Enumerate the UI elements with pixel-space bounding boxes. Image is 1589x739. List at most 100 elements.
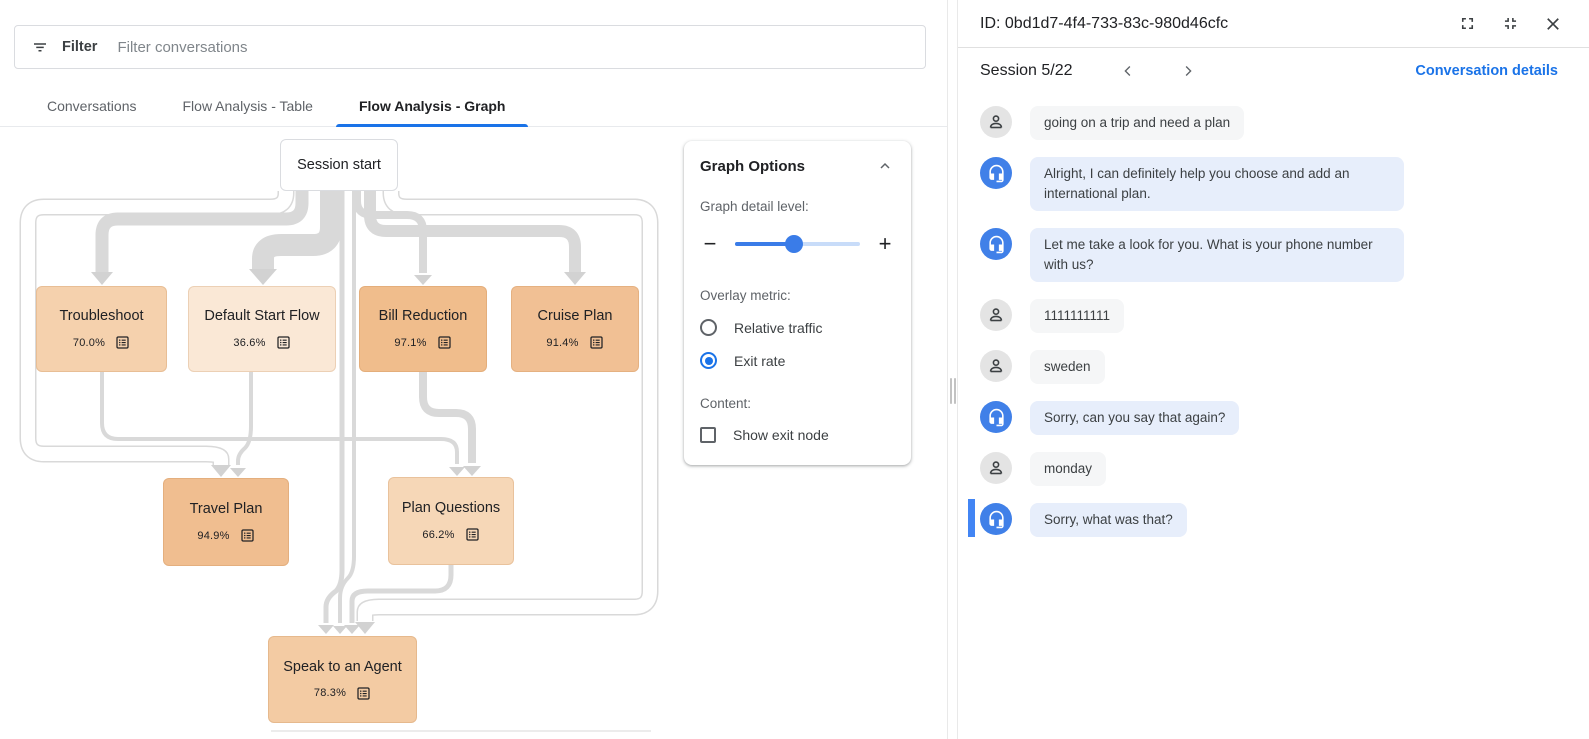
user-person-avatar-icon xyxy=(980,350,1012,382)
selected-message-indicator xyxy=(968,499,975,537)
node-details-list-icon[interactable] xyxy=(437,335,452,350)
edge-arrowhead xyxy=(449,467,465,476)
message-bubble[interactable]: Let me take a look for you. What is your… xyxy=(1030,228,1404,282)
graph-options-panel: Graph Options Graph detail level: − + Ov… xyxy=(684,141,911,465)
edge-session-start-to-speak-to-an-agent xyxy=(318,191,345,634)
edge-default-start-flow-to-travel-plan xyxy=(230,372,253,477)
graph-detail-slider[interactable] xyxy=(735,235,860,253)
session-counter: Session 5/22 xyxy=(980,62,1073,79)
message-bubble[interactable]: monday xyxy=(1030,452,1107,486)
flow-node-label: Speak to an Agent xyxy=(283,658,402,675)
checkbox-icon[interactable] xyxy=(700,427,716,443)
flow-node-troubleshoot[interactable]: Troubleshoot 70.0% xyxy=(36,286,167,372)
exit-rate-value: 36.6% xyxy=(233,336,266,349)
flow-analysis-panel: Filter Filter conversations Conversation… xyxy=(0,0,948,739)
panel-resizer[interactable] xyxy=(948,0,958,739)
edge-arrowhead xyxy=(230,468,246,477)
conversation-id-title: ID: 0bd1d7-4f4-733-83c-980d46cfc xyxy=(980,14,1229,32)
edge-arrowhead xyxy=(344,625,360,634)
edge-arrowhead xyxy=(333,626,347,634)
collapse-chevron-up-icon[interactable] xyxy=(875,156,895,176)
radio-label: Relative traffic xyxy=(734,319,823,336)
flow-node-label: Default Start Flow xyxy=(204,308,320,324)
filter-input[interactable]: Filter Filter conversations xyxy=(14,25,926,69)
flow-node-default-start-flow[interactable]: Default Start Flow 36.6% xyxy=(188,286,336,372)
bot-headset-avatar-icon xyxy=(980,157,1012,189)
bot-headset-avatar-icon xyxy=(980,401,1012,433)
overlay-radio-exit-rate[interactable]: Exit rate xyxy=(700,352,895,369)
bot-headset-avatar-icon xyxy=(980,503,1012,535)
graph-detail-label: Graph detail level: xyxy=(700,199,809,214)
flow-node-label: Troubleshoot xyxy=(59,308,144,324)
user-person-avatar-icon xyxy=(980,299,1012,331)
flow-node-travel-plan[interactable]: Travel Plan 94.9% xyxy=(163,478,289,566)
edge-arrowhead xyxy=(91,272,113,285)
filter-label: Filter xyxy=(62,39,98,55)
filter-placeholder: Filter conversations xyxy=(117,38,248,56)
message-row-user-0: going on a trip and need a plan xyxy=(980,106,1569,140)
exit-rate-value: 94.9% xyxy=(197,529,230,542)
exit-rate-value: 78.3% xyxy=(313,687,347,699)
node-details-list-icon[interactable] xyxy=(465,527,480,542)
message-bubble[interactable]: 1111111111 xyxy=(1030,299,1125,333)
flow-node-session-start[interactable]: Session start xyxy=(280,139,398,191)
node-details-list-icon[interactable] xyxy=(115,335,130,350)
show-exit-node-checkbox[interactable]: Show exit node xyxy=(700,427,895,443)
message-bubble[interactable]: Alright, I can definitely help you choos… xyxy=(1030,157,1404,211)
close-icon[interactable] xyxy=(1543,14,1563,34)
edge-arrowhead xyxy=(564,272,586,285)
flow-node-label: Session start xyxy=(297,157,381,173)
flow-node-label: Travel Plan xyxy=(189,501,263,517)
edge-plan-questions-to-speak-to-an-agent xyxy=(344,565,454,634)
radio-label: Exit rate xyxy=(734,352,786,369)
filter-icon xyxy=(31,38,49,56)
edge-session-start-to-speak-to-an-agent xyxy=(333,191,356,634)
edge-arrowhead xyxy=(463,466,481,476)
radio-icon[interactable] xyxy=(700,352,717,369)
edge-arrowhead xyxy=(211,465,231,477)
edge-session-start-to-cruise-plan xyxy=(364,191,586,285)
node-details-list-icon[interactable] xyxy=(240,528,255,543)
flow-node-speak-to-an-agent[interactable]: Speak to an Agent 78.3% xyxy=(268,636,417,723)
message-row-user-3: 1111111111 xyxy=(980,299,1569,333)
message-row-bot-1: Alright, I can definitely help you choos… xyxy=(980,157,1569,211)
resize-handle[interactable] xyxy=(950,378,956,404)
conversation-details-link[interactable]: Conversation details xyxy=(1415,63,1558,79)
edge-arrowhead xyxy=(355,622,375,634)
message-row-bot-5: Sorry, can you say that again? xyxy=(980,401,1569,435)
graph-options-title: Graph Options xyxy=(700,157,805,175)
previous-session-button[interactable] xyxy=(1119,62,1137,80)
message-bubble[interactable]: Sorry, what was that? xyxy=(1030,503,1187,537)
radio-icon[interactable] xyxy=(700,319,717,336)
tabs: Conversations Flow Analysis - Table Flow A… xyxy=(0,86,947,127)
edge-bill-reduction-to-plan-questions xyxy=(419,372,481,476)
flow-node-label: Bill Reduction xyxy=(378,308,468,324)
slider-thumb[interactable] xyxy=(784,235,803,253)
message-bubble[interactable]: sweden xyxy=(1030,350,1105,384)
slider-plus-button[interactable]: + xyxy=(878,231,892,256)
message-bubble[interactable]: Sorry, can you say that again? xyxy=(1030,401,1240,435)
overlay-radio-relative-traffic[interactable]: Relative traffic xyxy=(700,319,895,336)
node-details-list-icon[interactable] xyxy=(356,686,371,701)
tab-conversations[interactable]: Conversations xyxy=(47,98,137,114)
next-session-button[interactable] xyxy=(1179,62,1197,80)
node-details-list-icon[interactable] xyxy=(276,335,291,350)
tab-flow-analysis-graph[interactable]: Flow Analysis - Graph xyxy=(335,86,529,127)
exit-rate-value: 91.4% xyxy=(546,336,579,349)
fullscreen-icon[interactable] xyxy=(1457,14,1477,34)
edge-arrowhead xyxy=(249,269,277,285)
node-details-list-icon[interactable] xyxy=(589,335,604,350)
bot-headset-avatar-icon xyxy=(980,228,1012,260)
message-bubble[interactable]: going on a trip and need a plan xyxy=(1030,106,1245,140)
exit-rate-value: 70.0% xyxy=(72,336,106,349)
message-row-bot-7: Sorry, what was that? xyxy=(968,499,1569,537)
tab-flow-analysis-table[interactable]: Flow Analysis - Table xyxy=(182,98,313,114)
user-person-avatar-icon xyxy=(980,452,1012,484)
fullscreen-exit-icon[interactable] xyxy=(1500,14,1520,34)
edge-arrowhead xyxy=(414,275,432,285)
slider-minus-button[interactable]: − xyxy=(703,231,717,256)
